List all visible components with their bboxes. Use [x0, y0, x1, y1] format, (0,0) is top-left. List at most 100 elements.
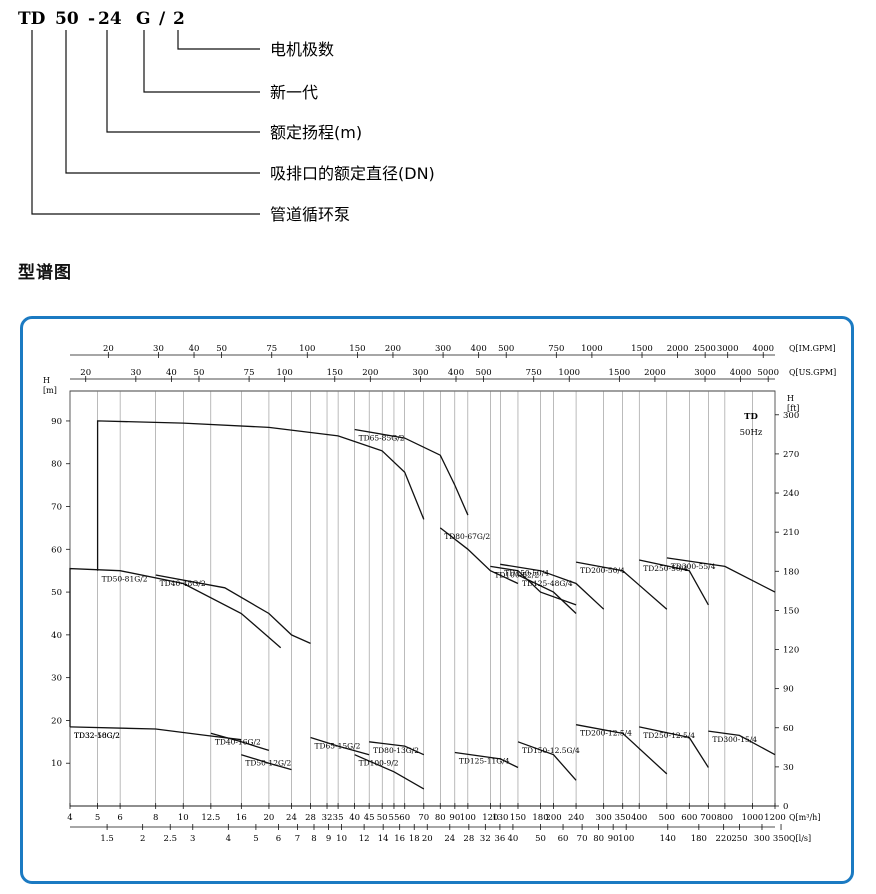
x-tick-label: 6	[276, 834, 281, 844]
desc-motor-poles: 电机极数	[270, 40, 334, 59]
x-tick-label: 60	[558, 834, 569, 844]
code-part-head: 24	[98, 9, 122, 29]
y-tick-label-ft: 60	[783, 724, 794, 734]
curve-label: TD250-50/4	[643, 564, 688, 573]
x-tick-label: 80	[435, 813, 446, 823]
x-tick-label: 350	[773, 834, 789, 844]
code-part-dash: -	[88, 9, 95, 29]
x-tick-label: 2000	[644, 368, 666, 378]
x-tick-label: 120	[482, 813, 498, 823]
y-tick-label-m: 50	[51, 588, 62, 598]
x-tick-label: 130	[492, 813, 508, 823]
x-tick-label: 3	[190, 834, 195, 844]
x-tick-label: 400	[631, 813, 647, 823]
curve-label: TD40-48G/2	[160, 579, 206, 588]
x-tick-label: 1.5	[100, 834, 114, 844]
y-tick-label-ft: 150	[783, 606, 799, 616]
x-tick-label: 150	[510, 813, 526, 823]
curve-label: TD200-50/4	[580, 566, 625, 575]
curve-label: TD200-12.5/4	[580, 729, 632, 738]
x-tick-label: 30	[153, 344, 164, 354]
x-tick-label: 14	[378, 834, 389, 844]
x-tick-label: 100	[460, 813, 476, 823]
x-tick-label: 90	[449, 813, 460, 823]
curve-td300-55-4	[666, 557, 776, 593]
curve-td80-67g-2	[439, 527, 519, 585]
x-tick-label: 100	[618, 834, 634, 844]
curve-label: TD300-55/4	[671, 562, 716, 571]
x-tick-label: 4000	[730, 368, 752, 378]
x-tick-label: 60	[399, 813, 410, 823]
curve-label: TD100-52/2	[494, 570, 539, 579]
x-tick-label: 70	[418, 813, 429, 823]
curve-td40-16g-2	[210, 732, 270, 752]
x-tick-label: 400	[471, 344, 487, 354]
x-axis-unit-label: Q[l/s]	[789, 834, 811, 843]
x-tick-label: 40	[508, 834, 519, 844]
curve-label: TD250-12.5/4	[643, 731, 695, 740]
curve-label: TD40-16G/2	[215, 737, 261, 746]
x-tick-label: 1200	[764, 813, 786, 823]
desc-rated-diameter: 吸排口的额定直径(DN)	[270, 164, 435, 183]
y-tick-label-ft: 120	[783, 646, 799, 656]
y-tick-label-ft: 270	[783, 450, 799, 460]
x-tick-label: 200	[385, 344, 401, 354]
x-tick-label: 24	[286, 813, 297, 823]
x-tick-label: 4	[226, 834, 231, 844]
y-tick-label-m: 20	[51, 716, 62, 726]
x-tick-label: 1000	[558, 368, 580, 378]
y-tick-label-m: 60	[51, 545, 62, 555]
x-tick-label: 50	[194, 368, 205, 378]
curve-td40-48g-2	[155, 574, 311, 644]
y-tick-label-ft: 0	[783, 802, 788, 812]
curve-label: TD80-13G/2	[373, 746, 419, 755]
x-tick-label: 140	[660, 834, 676, 844]
code-part-td: TD	[18, 9, 46, 29]
x-tick-label: 800	[717, 813, 733, 823]
x-tick-label: 50	[216, 344, 227, 354]
x-tick-label: 3000	[694, 368, 716, 378]
x-tick-label: 6	[117, 813, 122, 823]
x-tick-label: 8	[153, 813, 158, 823]
x-tick-label: 20	[103, 344, 114, 354]
x-tick-label: 30	[130, 368, 141, 378]
curve-label: TD150-12.5G/4	[522, 746, 580, 755]
x-tick-label: 80	[593, 834, 604, 844]
curve-td50-81g-2	[96, 420, 425, 571]
curve-td125-11g-4	[454, 751, 519, 769]
x-tick-label: 35	[333, 813, 344, 823]
x-tick-label: 200	[545, 813, 561, 823]
curve-label: TD65-85G/2	[359, 434, 405, 443]
x-tick-label: 75	[266, 344, 277, 354]
y-tick-label-ft: 210	[783, 528, 799, 538]
y-tick-label-ft: 240	[783, 489, 799, 499]
x-tick-label: 12	[359, 834, 370, 844]
x-tick-label: 16	[236, 813, 247, 823]
x-tick-label: 350	[615, 813, 631, 823]
curve-td200-12-5-4	[575, 724, 668, 775]
curve-label: TD80-67G/2	[444, 532, 490, 541]
x-tick-label: 3000	[717, 344, 739, 354]
x-tick-label: 8	[311, 834, 316, 844]
x-tick-label: 20	[80, 368, 91, 378]
y-tick-label-ft: 180	[783, 567, 799, 577]
code-part-g: G	[136, 9, 151, 29]
curve-td300-15-4	[708, 730, 776, 756]
x-tick-label: 24	[444, 834, 455, 844]
x-tick-label: 1000	[742, 813, 764, 823]
desc-pump-type: 管道循环泵	[270, 205, 350, 224]
x-tick-label: 55	[389, 813, 400, 823]
x-tick-label: 40	[189, 344, 200, 354]
x-tick-label: 4	[67, 813, 72, 823]
x-tick-label: 100	[299, 344, 315, 354]
y-tick-label-m: 30	[51, 674, 62, 684]
x-tick-label: 600	[681, 813, 697, 823]
x-tick-label: 300	[435, 344, 451, 354]
curve-label: TD125-48G/4	[522, 579, 573, 588]
x-tick-label: 10	[178, 813, 189, 823]
y-axis-unit-left: [m]	[43, 386, 57, 395]
curve-label: TD100-9/2	[359, 759, 399, 768]
x-tick-label: 20	[264, 813, 275, 823]
curve-td65-85g-2	[354, 428, 469, 516]
